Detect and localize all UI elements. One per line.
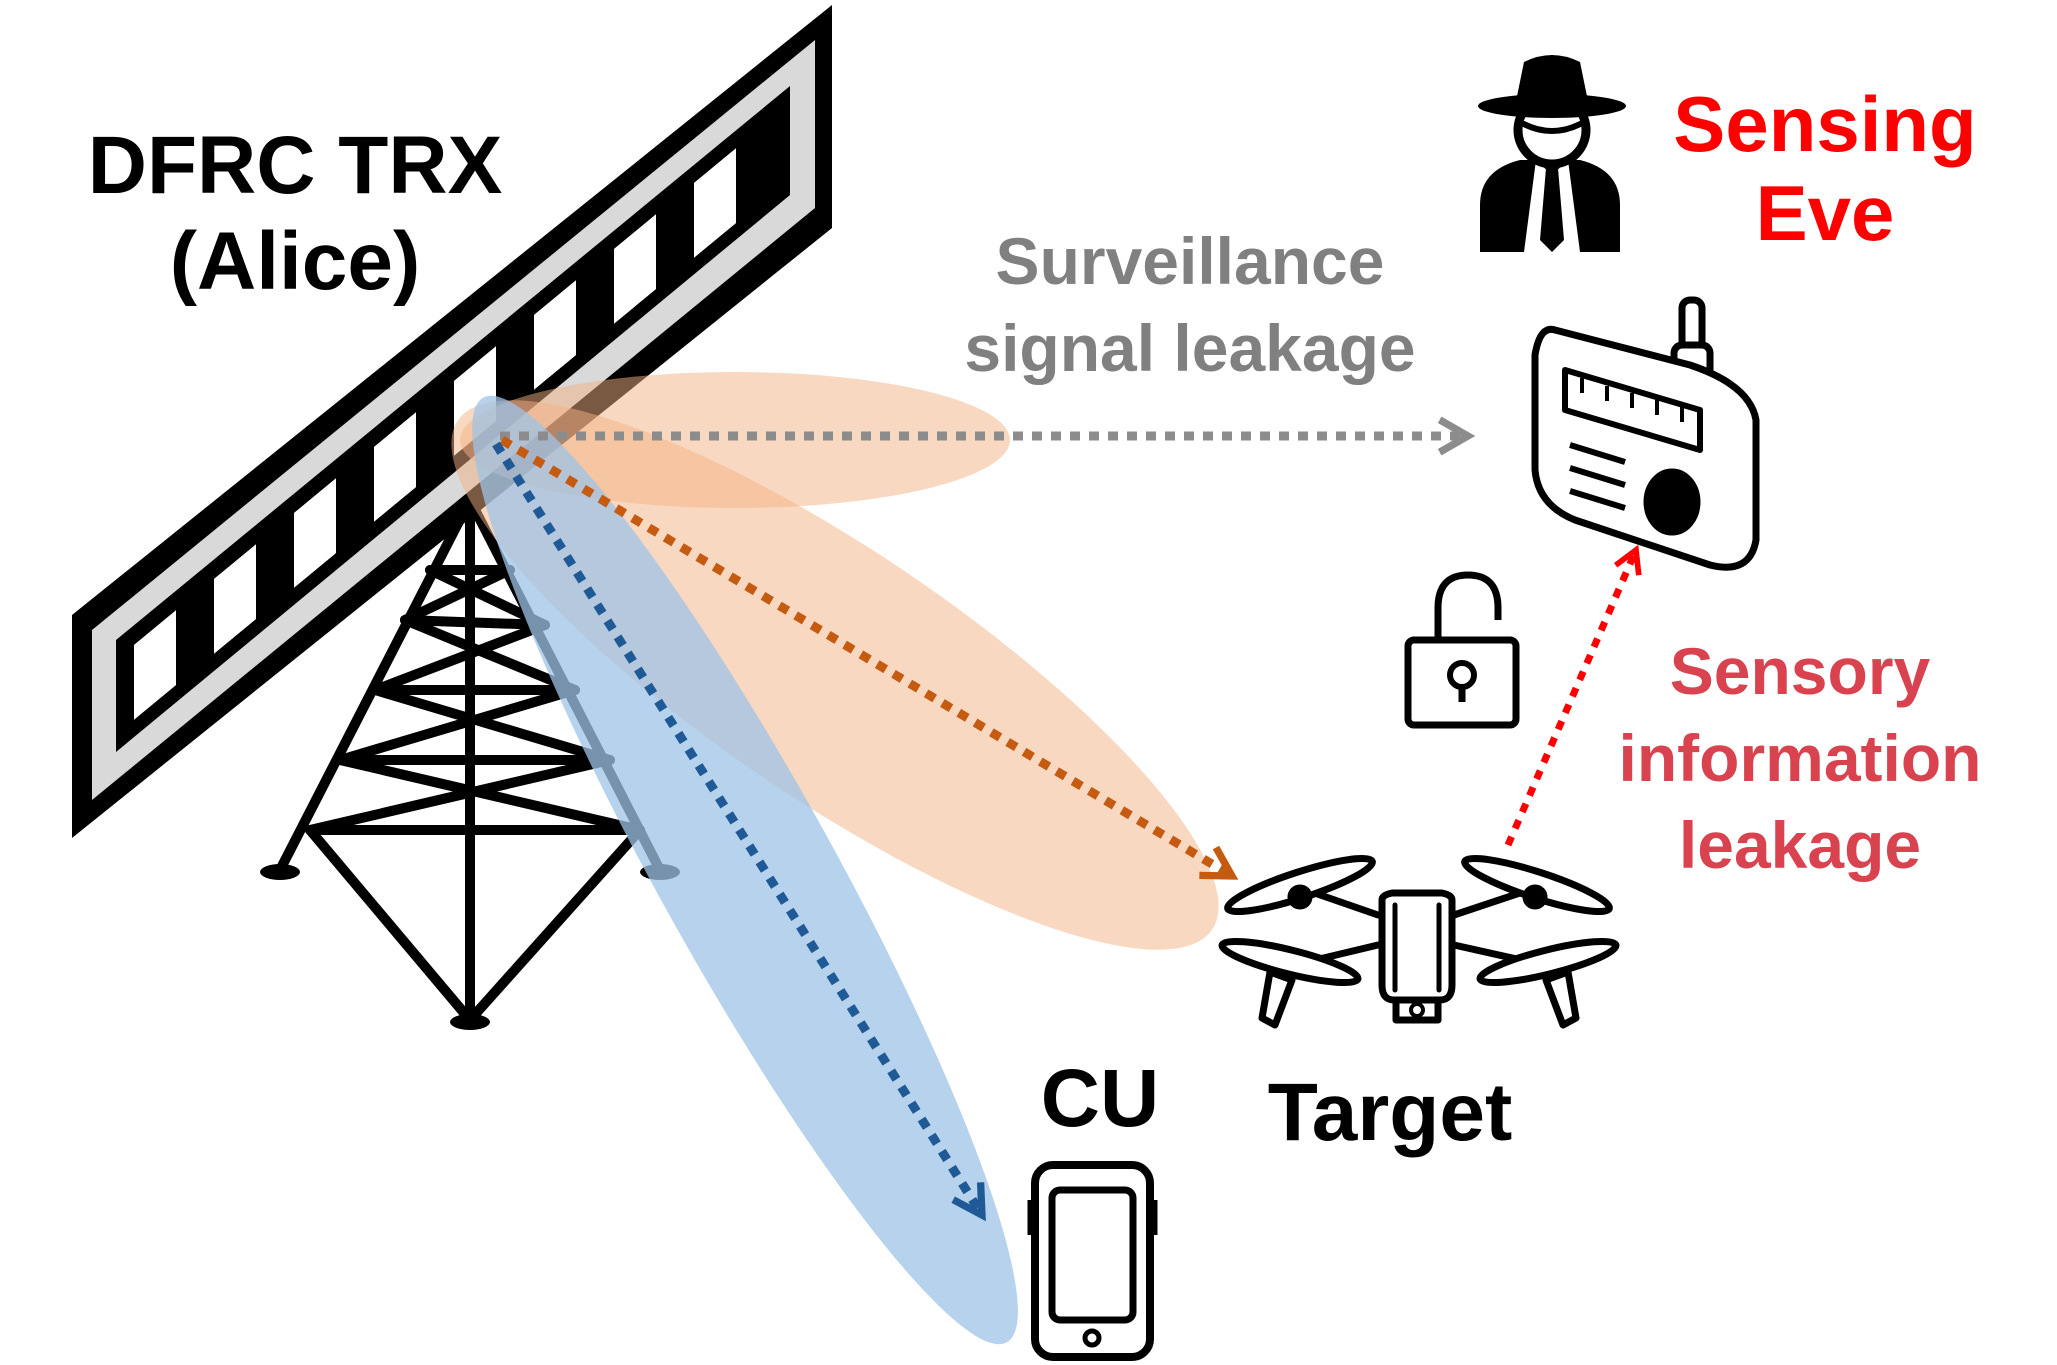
cu-label: CU bbox=[1040, 1053, 1160, 1144]
tower-icon bbox=[275, 495, 665, 1025]
beam-cu bbox=[472, 395, 1018, 1345]
surveillance-label-line1: Surveillance bbox=[995, 224, 1385, 298]
radio-icon bbox=[1531, 296, 1760, 571]
sensing-eve-label: Sensing Eve bbox=[1640, 80, 2010, 258]
alice-label-line1: DFRC TRX bbox=[87, 120, 503, 211]
unlocked-padlock-icon bbox=[1404, 571, 1520, 729]
surveillance-label: Surveillance signal leakage bbox=[880, 218, 1500, 392]
beam-target bbox=[451, 400, 1219, 950]
sensory-label-line1: Sensory bbox=[1669, 634, 1931, 708]
drone-icon bbox=[1218, 854, 1620, 1029]
eve-label-line1: Sensing bbox=[1673, 80, 1977, 168]
sensory-label-line3: leakage bbox=[1678, 808, 1922, 883]
tower-foot-center bbox=[450, 1014, 490, 1030]
sensory-leakage-label: Sensory information leakage bbox=[1560, 628, 2040, 889]
surveillance-label-line2: signal leakage bbox=[964, 311, 1416, 386]
eve-label-line2: Eve bbox=[1755, 168, 1895, 257]
alice-label: DFRC TRX (Alice) bbox=[60, 118, 530, 310]
arrow-to-target bbox=[499, 436, 1239, 880]
alice-label-line2: (Alice) bbox=[169, 215, 421, 307]
target-label: Target bbox=[1267, 1067, 1513, 1158]
spy-icon bbox=[1478, 55, 1626, 252]
smartphone-icon bbox=[1027, 1161, 1158, 1361]
sensory-label-line2: information bbox=[1618, 721, 1982, 796]
tower-foot-left bbox=[260, 864, 300, 880]
